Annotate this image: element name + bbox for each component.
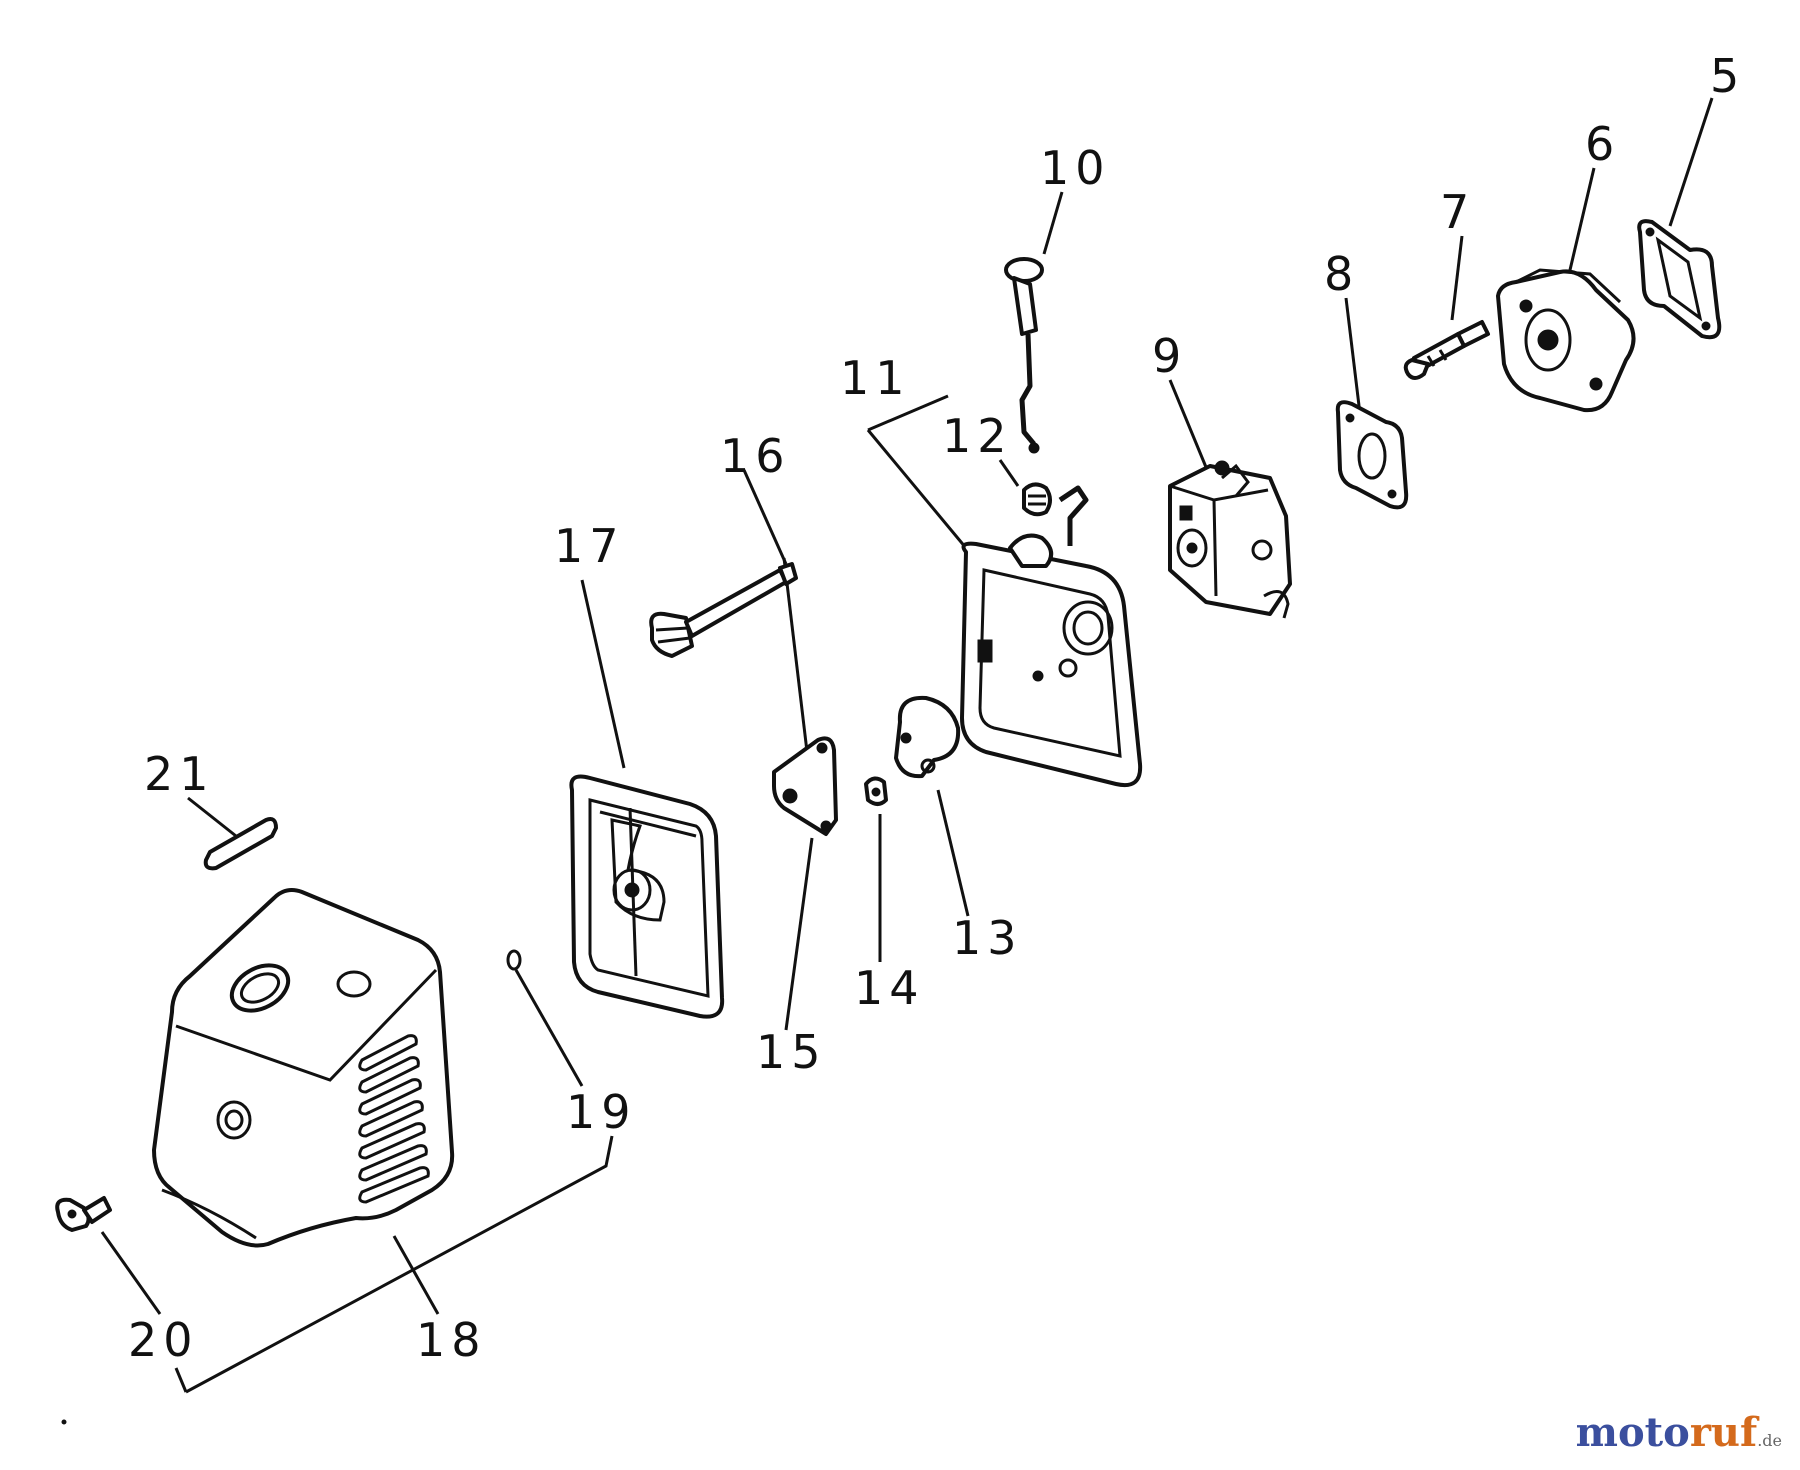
label-6: 6 [1585, 117, 1620, 171]
watermark-part2: ruf [1689, 1409, 1758, 1456]
leader-lines [100, 97, 1714, 1394]
label-13: 13 [952, 911, 1023, 965]
part-11-air-cleaner-case [960, 533, 1143, 787]
stray-dot [61, 1419, 67, 1425]
part-15-bracket [772, 736, 838, 836]
watermark-part1: moto [1575, 1409, 1690, 1456]
part-7-bolt [1403, 320, 1490, 380]
label-12: 12 [942, 409, 1013, 463]
part-13-choke-plate [894, 695, 961, 779]
label-21: 21 [144, 747, 215, 801]
label-8: 8 [1324, 247, 1359, 301]
part-14-nut [864, 776, 888, 806]
part-16-bolt [649, 562, 798, 658]
watermark-suffix: .de [1757, 1431, 1782, 1450]
part-6-spacer-block [1496, 268, 1636, 413]
part-19-o-ring [506, 949, 522, 971]
label-10: 10 [1040, 141, 1111, 195]
part-18-cleaner-cover [152, 888, 455, 1248]
label-11: 11 [840, 351, 911, 405]
part-20-wing-screw [55, 1196, 112, 1232]
label-20: 20 [128, 1313, 199, 1367]
part-9-carburetor [1168, 460, 1292, 619]
label-18: 18 [416, 1313, 487, 1367]
label-7: 7 [1440, 185, 1475, 239]
part-17-air-filter [569, 774, 725, 1019]
label-9: 9 [1152, 329, 1187, 383]
part-5-gasket [1637, 219, 1722, 340]
label-16: 16 [720, 429, 791, 483]
part-21-plate [203, 817, 278, 871]
part-8-gasket [1335, 400, 1409, 510]
label-5: 5 [1710, 49, 1745, 103]
part-10-choke-rod [1004, 257, 1044, 454]
watermark-logo: motoruf.de [1576, 1409, 1782, 1456]
label-14: 14 [854, 961, 925, 1015]
label-15: 15 [756, 1025, 827, 1079]
label-17: 17 [554, 519, 625, 573]
cover-vent-slots [358, 1034, 430, 1204]
label-19: 19 [566, 1085, 637, 1139]
part-12-grommet [1022, 482, 1089, 546]
